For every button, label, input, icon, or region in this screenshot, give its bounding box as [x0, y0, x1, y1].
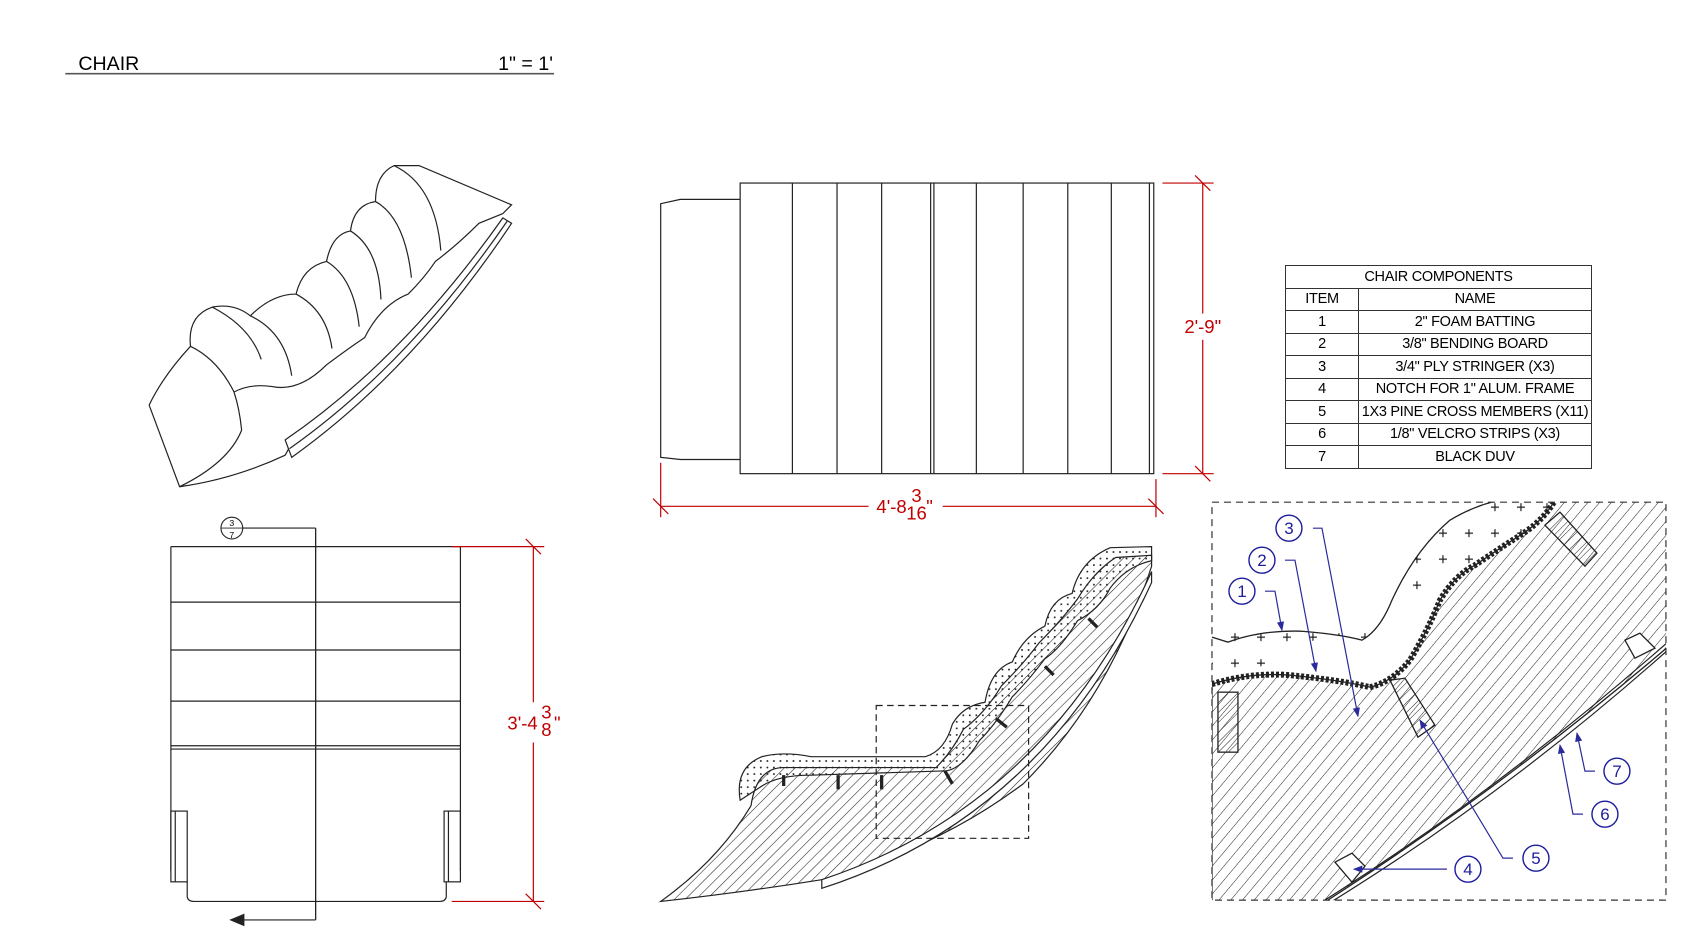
table-title: CHAIR COMPONENTS	[1285, 265, 1592, 289]
callout-3: 3	[1275, 514, 1303, 542]
callout-7: 7	[1603, 757, 1631, 785]
isometric-view	[148, 165, 513, 488]
detail-view: 1 2 3 4 5 6 7	[1211, 501, 1667, 901]
column-header-item: ITEM	[1285, 287, 1359, 311]
svg-text:": "	[926, 496, 933, 517]
plan-length-label: 3'-4 3 8 "	[507, 702, 560, 740]
callout-2: 2	[1248, 546, 1276, 574]
svg-text:3: 3	[541, 702, 551, 723]
svg-text:5: 5	[1531, 849, 1540, 868]
column-header-name: NAME	[1358, 287, 1592, 311]
svg-text:3: 3	[1284, 519, 1293, 538]
elevation-height-dimension	[1162, 175, 1214, 482]
svg-text:7: 7	[229, 530, 234, 540]
callout-4: 4	[1454, 855, 1482, 883]
svg-text:3: 3	[229, 518, 234, 528]
plan-length-dimension	[451, 538, 545, 910]
svg-text:3'-4: 3'-4	[507, 712, 537, 733]
elevation-length-dimension	[652, 462, 1164, 518]
svg-text:6: 6	[1600, 805, 1609, 824]
drawing-title: CHAIR	[78, 53, 139, 75]
section-marker: 3 7	[220, 516, 244, 540]
section-view	[658, 545, 1153, 903]
elevation-length-label: 4'-8 3 16 "	[876, 485, 932, 523]
svg-text:": "	[554, 712, 561, 733]
svg-text:2: 2	[1257, 551, 1266, 570]
svg-text:8: 8	[541, 719, 551, 740]
callout-leaders	[1264, 527, 1595, 873]
callout-6: 6	[1591, 800, 1619, 828]
svg-text:16: 16	[906, 502, 927, 523]
drawing-title-block: CHAIR 1" = 1'	[65, 53, 555, 75]
svg-text:1: 1	[1237, 582, 1246, 601]
plan-view	[170, 527, 462, 927]
drawing-scale: 1" = 1'	[498, 53, 553, 75]
svg-text:4'-8: 4'-8	[876, 496, 906, 517]
svg-text:3: 3	[911, 485, 921, 506]
svg-text:4: 4	[1463, 860, 1472, 879]
callout-1: 1	[1228, 577, 1256, 605]
elevation-height-label: 2'-9"	[1184, 316, 1221, 337]
callout-5: 5	[1522, 844, 1550, 872]
svg-text:7: 7	[1612, 762, 1621, 781]
side-elevation-view	[660, 182, 1155, 475]
